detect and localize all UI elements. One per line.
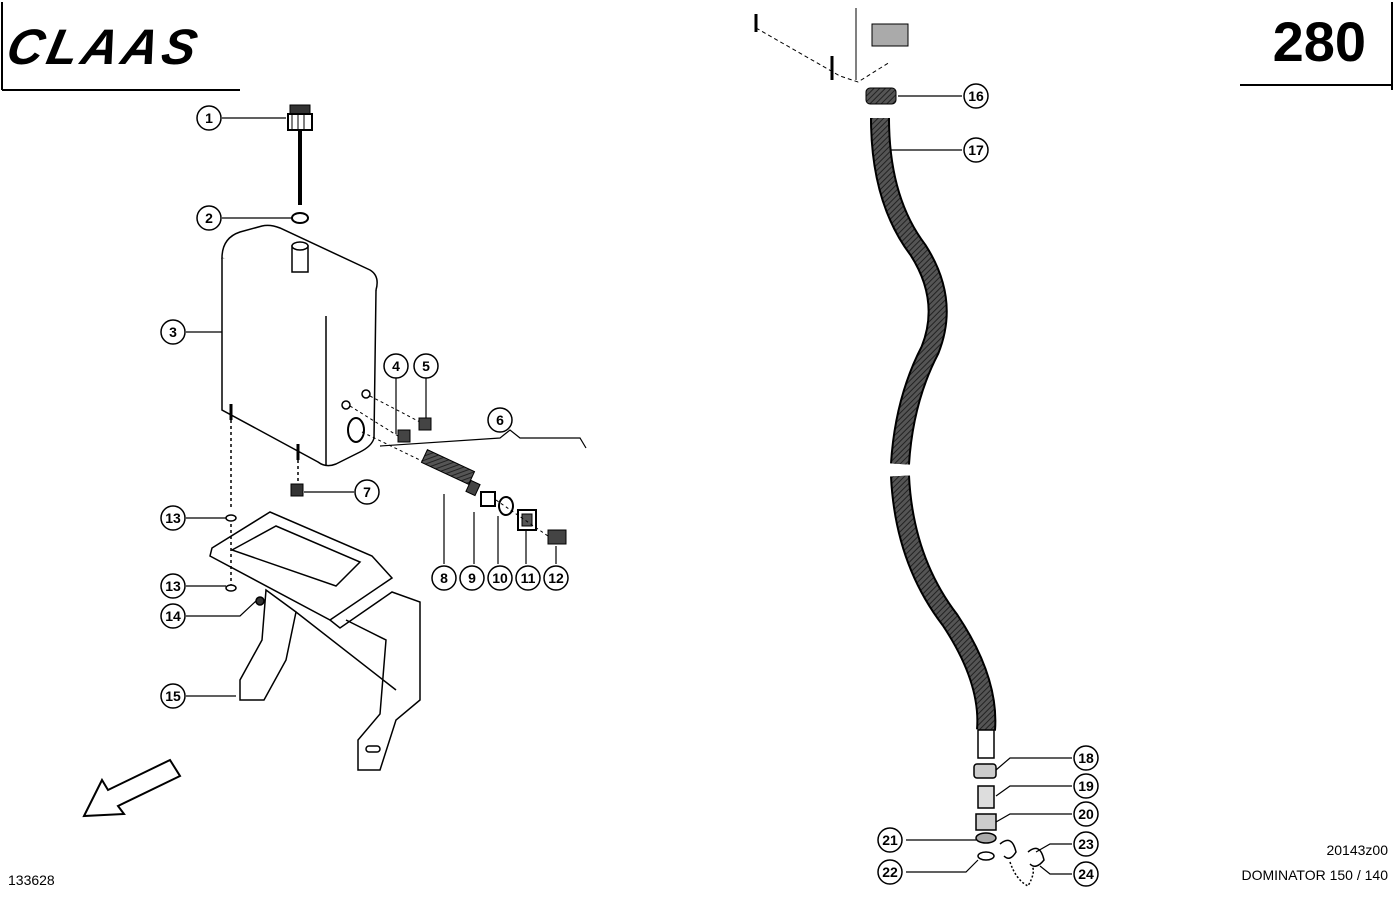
callout-label: 18: [1078, 750, 1094, 766]
callout-label: 11: [521, 570, 536, 586]
callout-label: 1: [205, 110, 213, 126]
callout-label: 17: [968, 142, 984, 158]
callout-label: 16: [968, 88, 984, 104]
callout-18: 18: [1073, 745, 1099, 771]
drain-plug: [290, 483, 304, 497]
reference-code: 20143z00: [1326, 842, 1388, 858]
callout-2: 2: [196, 205, 222, 231]
callout-9: 9: [459, 565, 485, 591]
page-number: 280: [1272, 10, 1366, 73]
callout-label: 9: [468, 570, 476, 586]
callout-12: 12: [543, 565, 569, 591]
callout-3: 3: [160, 319, 186, 345]
drawing-number: 133628: [8, 872, 55, 888]
callout-6: 6: [487, 407, 513, 433]
callout-23: 23: [1073, 831, 1099, 857]
callout-label: 7: [363, 484, 371, 500]
hose-fittings: [973, 729, 997, 861]
callout-11: 11: [515, 565, 541, 591]
callout-label: 4: [392, 358, 400, 374]
callout-1: 1: [196, 105, 222, 131]
screws: [349, 395, 432, 443]
callout-label: 2: [205, 210, 213, 226]
upper-connection: [754, 8, 909, 83]
seal-ring: [291, 212, 309, 224]
callout-label: 5: [422, 358, 430, 374]
callout-24: 24: [1073, 861, 1099, 887]
hose-clips: [999, 839, 1045, 887]
callout-5: 5: [413, 353, 439, 379]
filler-cap: [287, 104, 313, 205]
callout-label: 14: [165, 608, 181, 624]
callout-label: 23: [1078, 836, 1094, 852]
callout-21: 21: [877, 827, 903, 853]
callout-label: 8: [440, 570, 448, 586]
callout-label: 19: [1078, 778, 1094, 794]
model-name: DOMINATOR 150 / 140: [1241, 867, 1388, 883]
callout-label: 24: [1078, 866, 1094, 882]
callout-label: 10: [492, 570, 508, 586]
filter-fittings: [361, 431, 567, 545]
callout-label: 12: [548, 570, 564, 586]
callout-label: 13: [165, 510, 181, 526]
callout-7: 7: [354, 479, 380, 505]
direction-arrow: [82, 758, 182, 818]
callout-10: 10: [487, 565, 513, 591]
tank: [221, 224, 378, 510]
leader-lines: [186, 95, 1072, 875]
callout-label: 3: [169, 324, 177, 340]
callout-13: 13: [160, 573, 186, 599]
callout-17: 17: [963, 137, 989, 163]
callout-22: 22: [877, 859, 903, 885]
callout-19: 19: [1073, 773, 1099, 799]
callout-label: 22: [882, 864, 898, 880]
callout-15: 15: [160, 683, 186, 709]
hose-clamp: [865, 87, 897, 105]
callout-4: 4: [383, 353, 409, 379]
callout-label: 21: [882, 832, 898, 848]
callout-16: 16: [963, 83, 989, 109]
callout-label: 6: [496, 412, 504, 428]
callout-13: 13: [160, 505, 186, 531]
callout-20: 20: [1073, 801, 1099, 827]
callout-8: 8: [431, 565, 457, 591]
callout-label: 15: [165, 688, 181, 704]
bracket: [209, 511, 421, 771]
callout-label: 20: [1078, 806, 1094, 822]
claas-logo: CLAAS: [2, 19, 206, 75]
callout-label: 13: [165, 578, 181, 594]
callout-14: 14: [160, 603, 186, 629]
